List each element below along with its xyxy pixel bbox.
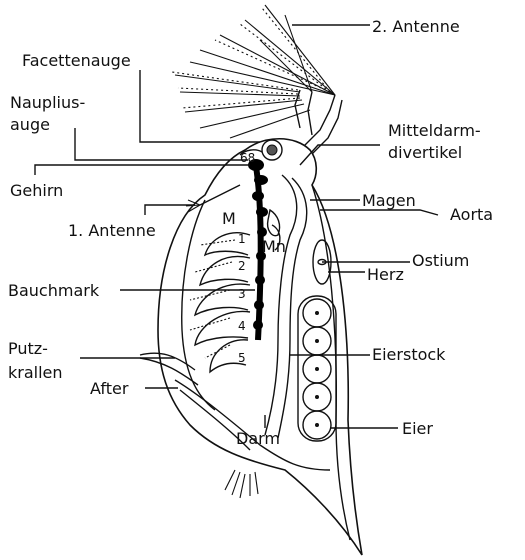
label-putz-line2: krallen [8, 363, 63, 382]
label-eierstock: Eierstock [372, 345, 446, 364]
compound-eye [261, 139, 283, 161]
limb-number-4: 4 [238, 319, 246, 333]
label-facettenauge: Facettenauge [22, 51, 131, 70]
label-aorta: Aorta [450, 205, 493, 224]
label-nauplius-line1: Nauplius- [10, 93, 85, 112]
gut [264, 174, 308, 439]
label-eier: Eier [402, 419, 433, 438]
label-antenne-1: 1. Antenne [68, 221, 156, 240]
leader-lines [34, 24, 439, 429]
limb-number-5: 5 [238, 351, 246, 365]
label-bauchmark: Bauchmark [8, 281, 100, 300]
head [239, 139, 283, 161]
label-nauplius-line2: auge [10, 115, 50, 134]
limb-number-1: 1 [238, 232, 246, 246]
ventral-nerve-cord: 68 [240, 151, 268, 341]
label-herz: Herz [367, 265, 404, 284]
labels: 2. Antenne Facettenauge Nauplius- auge M… [8, 17, 493, 448]
limb-number-3: 3 [238, 287, 246, 301]
label-m: M [222, 209, 236, 228]
label-mn: Mn [262, 237, 286, 256]
label-mitteldarm-line2: divertikel [388, 143, 462, 162]
ovary [297, 295, 337, 442]
label-putz-line1: Putz- [8, 339, 48, 358]
ganglion-number: 68 [240, 151, 255, 165]
carapace [139, 138, 363, 556]
label-antenne-2: 2. Antenne [372, 17, 460, 36]
thoracic-limbs: 1 2 3 4 5 [189, 232, 251, 374]
label-darm: Darm [236, 429, 280, 448]
label-magen: Magen [362, 191, 416, 210]
label-mitteldarm-line1: Mitteldarm- [388, 121, 481, 140]
second-antenna [171, 4, 343, 159]
label-ostium: Ostium [412, 251, 469, 270]
limb-number-2: 2 [238, 259, 246, 273]
label-gehirn: Gehirn [10, 181, 63, 200]
label-after: After [90, 379, 129, 398]
